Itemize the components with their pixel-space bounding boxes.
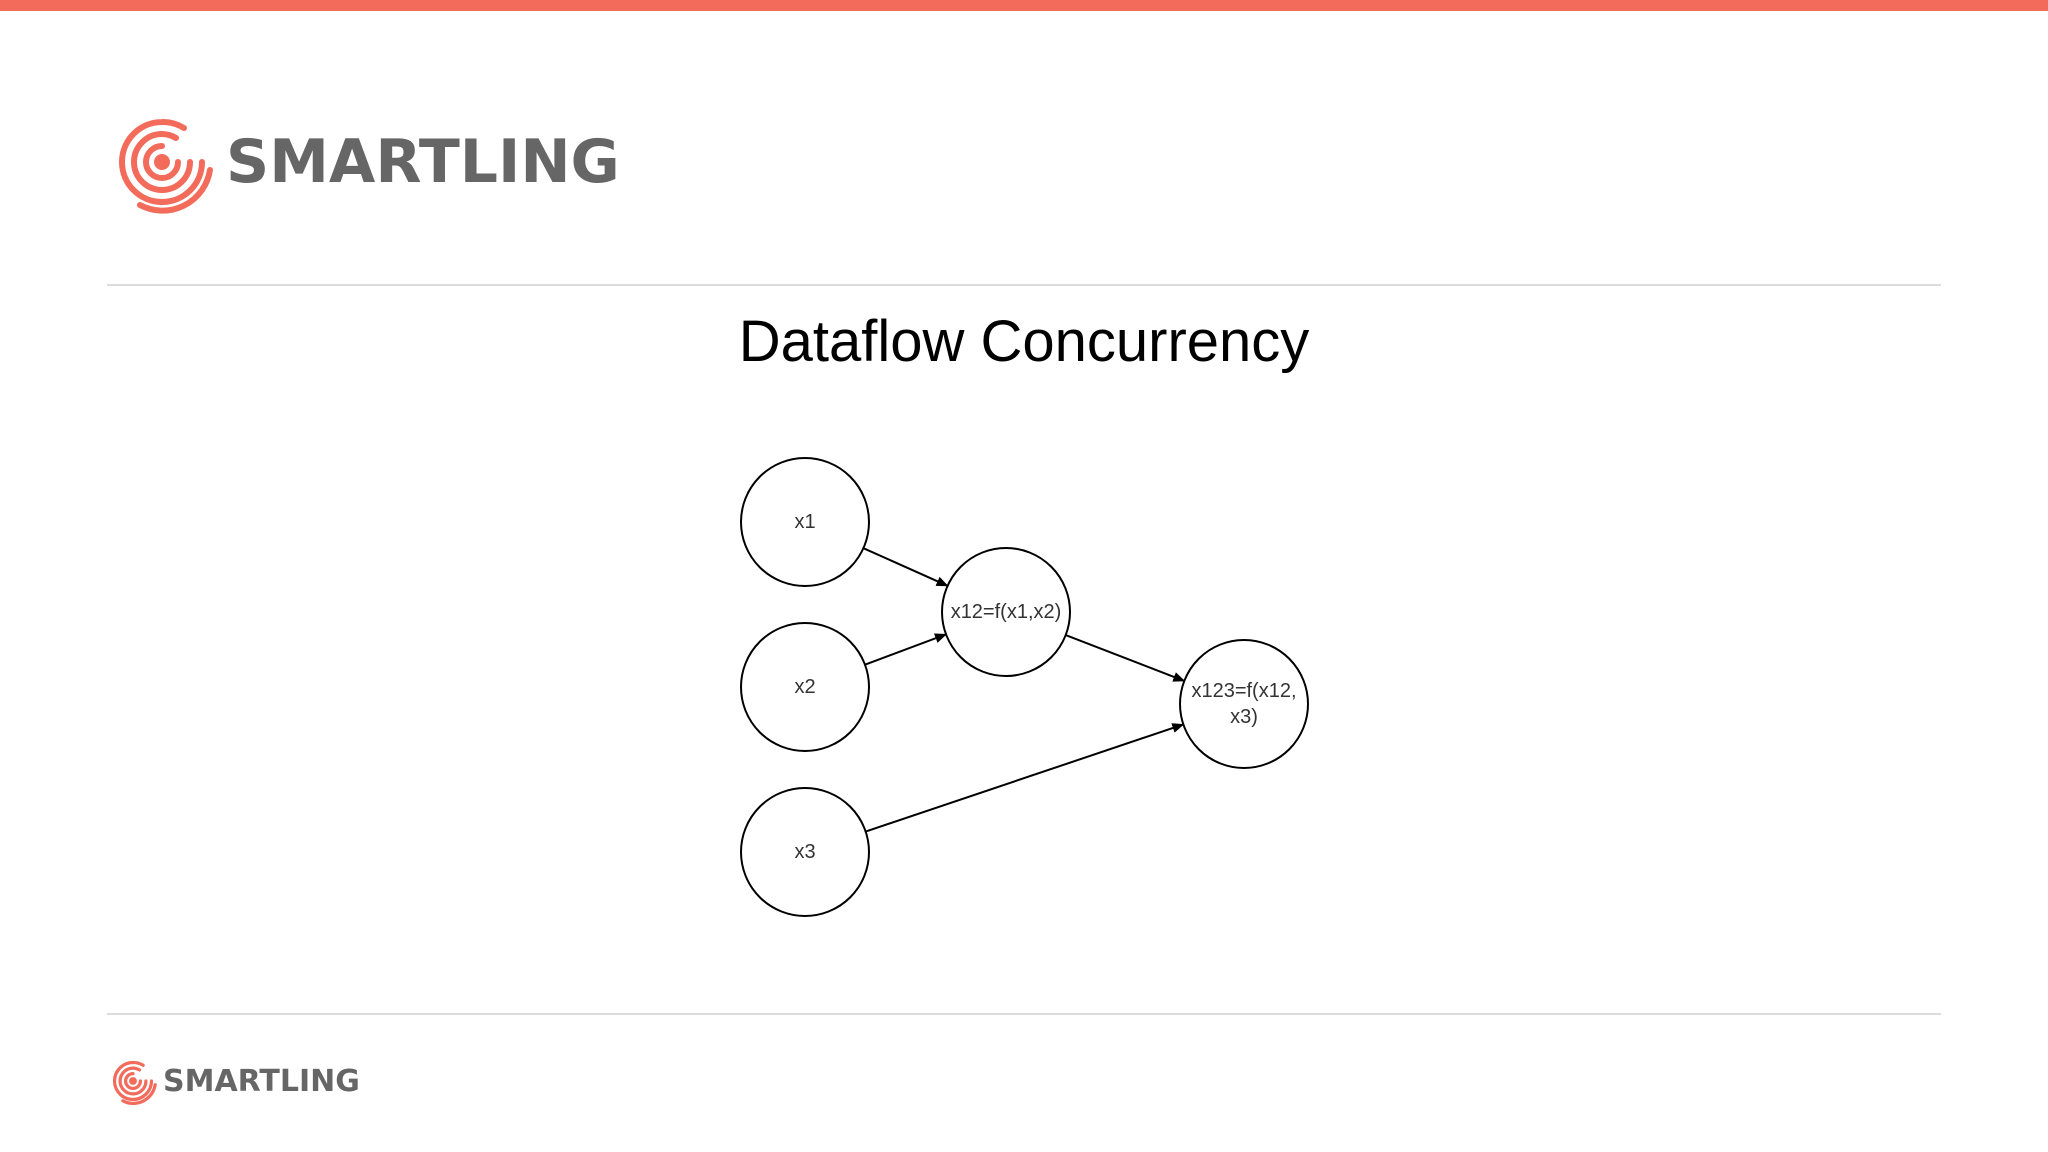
edge-x12-to-x123 [1065, 634, 1186, 682]
node-x3: x3 [740, 787, 870, 917]
smartling-logo: SMARTLING [110, 110, 620, 214]
logo-wordmark: SMARTLING [226, 127, 620, 197]
node-x2: x2 [740, 622, 870, 752]
edge-x2-to-x12 [864, 633, 947, 666]
node-x1: x1 [740, 457, 870, 587]
node-label: x1 [794, 511, 815, 533]
node-label: x12=f(x1,x2) [951, 601, 1062, 623]
node-x123: x123=f(x12, x3) [1179, 639, 1309, 769]
fingerprint-logo-icon [119, 119, 213, 214]
nodes-layer: x1 x2 x3 x12=f(x1,x2) x123=f(x12, x3) [740, 457, 1309, 917]
footer-logo-wordmark: SMARTLING [163, 1063, 360, 1099]
node-label: x123=f(x12, [1191, 680, 1296, 702]
node-x12: x12=f(x1,x2) [941, 547, 1071, 677]
node-circle [1179, 639, 1309, 769]
edge-x3-to-x123 [865, 723, 1185, 833]
node-circle [740, 787, 870, 917]
node-circle [941, 547, 1071, 677]
fingerprint-logo-icon [112, 1060, 157, 1105]
node-label: x2 [794, 676, 815, 698]
top-accent-bar [0, 0, 2048, 11]
footer-divider [107, 1013, 1941, 1015]
footer-logo: SMARTLING [109, 1057, 360, 1105]
node-label: x3 [794, 841, 815, 863]
node-circle [740, 622, 870, 752]
node-circle [740, 457, 870, 587]
slide-title: Dataflow Concurrency [738, 309, 1310, 374]
edge-x1-to-x12 [863, 547, 949, 587]
header-divider [107, 284, 1941, 286]
edges-layer [863, 547, 1186, 833]
node-label: x3) [1230, 706, 1258, 728]
